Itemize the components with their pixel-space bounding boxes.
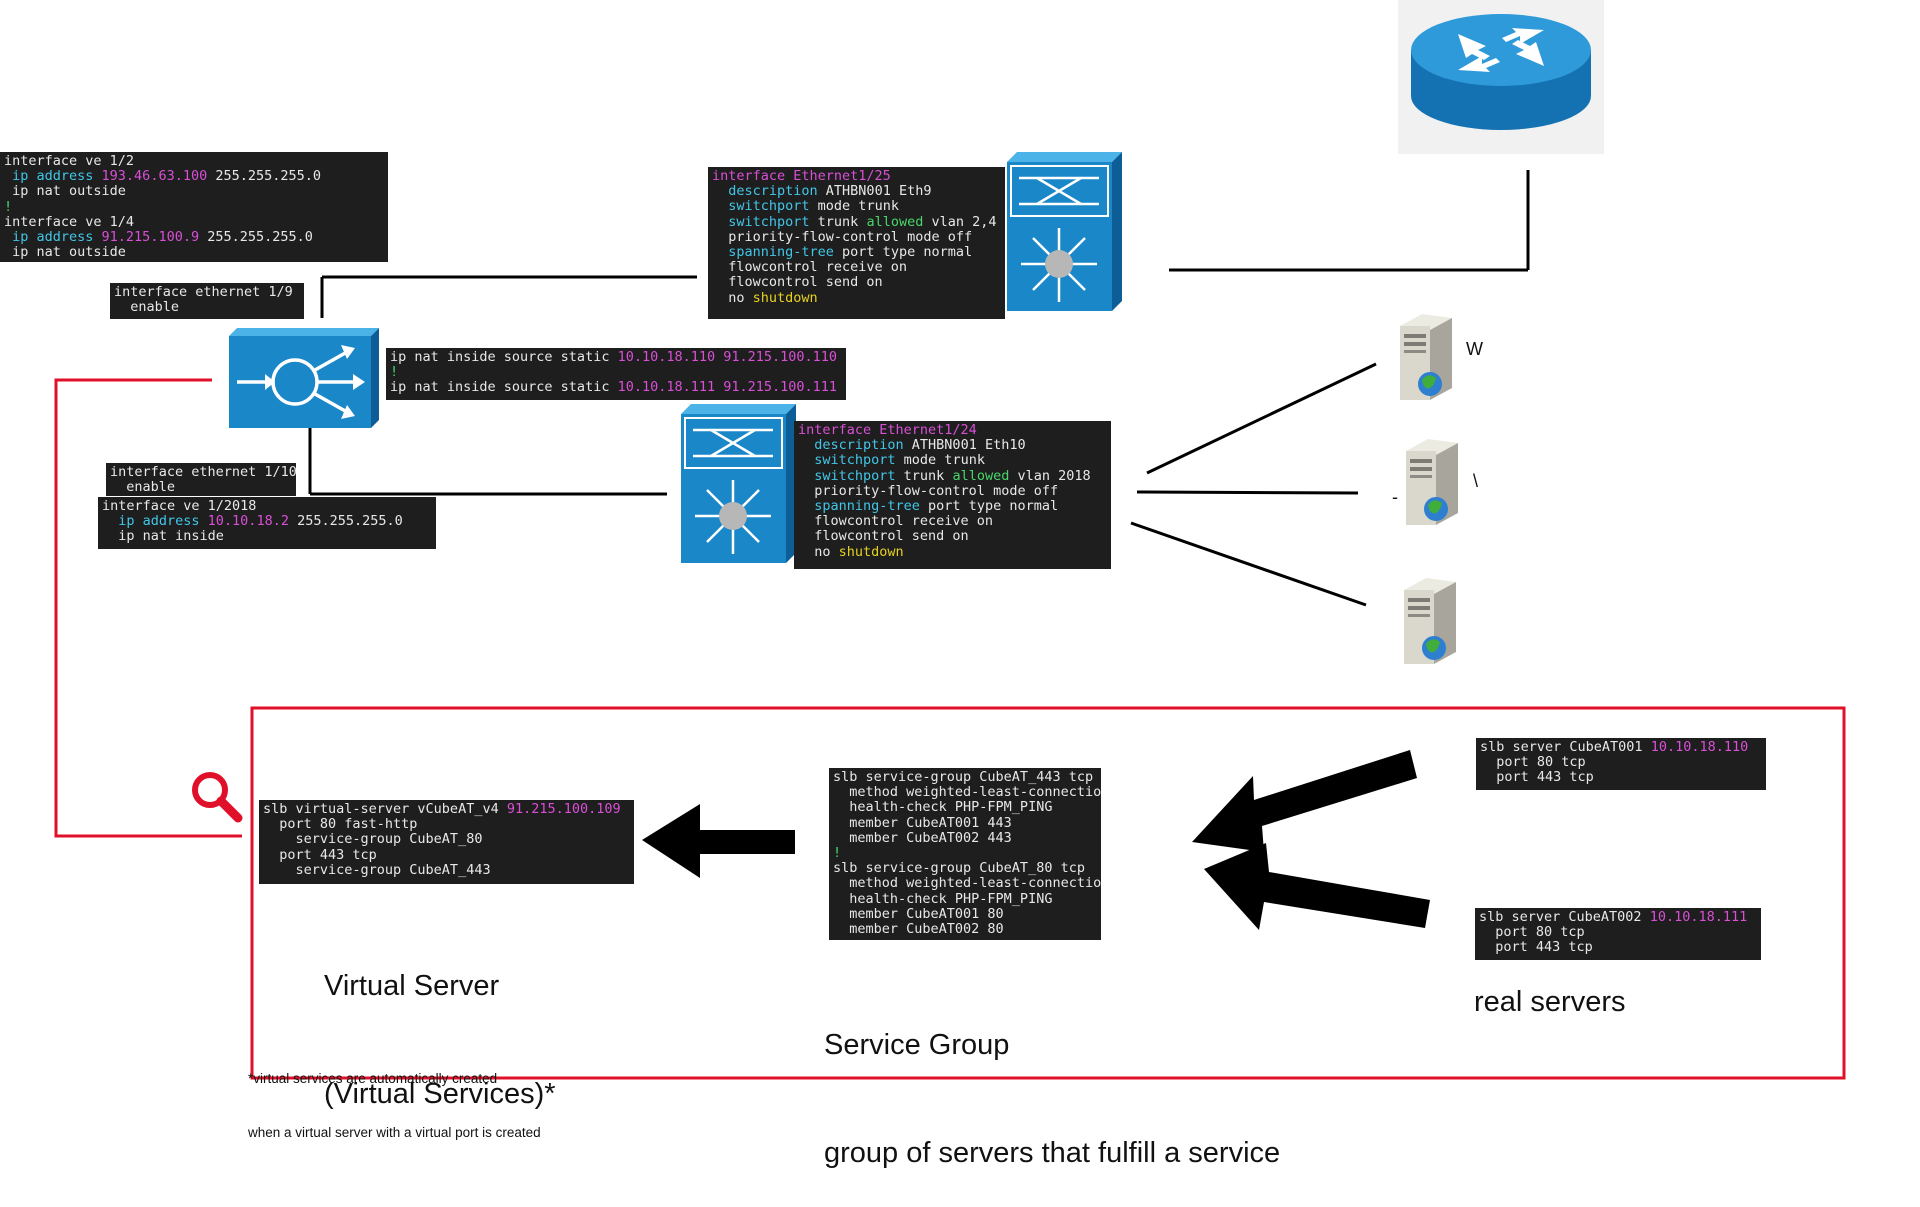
config-line: flowcontrol send on bbox=[712, 274, 883, 291]
config-line: switchport mode trunk bbox=[798, 452, 985, 469]
config-line: member CubeAT002 443 bbox=[833, 829, 1012, 846]
config-line: ip nat inside source static 10.10.18.110… bbox=[390, 349, 838, 365]
switch-eth125-config-block: interface Ethernet1/25 description ATHBN… bbox=[708, 167, 1005, 319]
nat-static-config-block: ip nat inside source static 10.10.18.110… bbox=[386, 348, 846, 400]
slb-server2-config-block: slb server CubeAT002 10.10.18.111 port 8… bbox=[1475, 908, 1761, 960]
config-line: interface ve 1/2018 bbox=[102, 498, 257, 514]
config-line: member CubeAT001 80 bbox=[833, 905, 1004, 922]
config-line: interface Ethernet1/24 bbox=[798, 422, 977, 438]
slb-highlight-frame bbox=[250, 706, 1846, 1080]
config-line: flowcontrol receive on bbox=[798, 513, 994, 530]
config-line: no shutdown bbox=[798, 543, 904, 560]
server-label-fragment: W bbox=[1466, 339, 1483, 359]
config-line: ! bbox=[390, 364, 399, 381]
arrows bbox=[642, 750, 1430, 930]
config-line: service-group CubeAT_443 bbox=[263, 861, 491, 878]
config-line: interface ve 1/4 bbox=[4, 213, 135, 230]
config-line: slb service-group CubeAT_80 tcp bbox=[833, 860, 1085, 877]
config-line: port 443 tcp bbox=[1479, 939, 1593, 956]
config-line: ip nat inside bbox=[102, 528, 224, 545]
config-line: member CubeAT002 80 bbox=[833, 920, 1004, 937]
config-line: flowcontrol receive on bbox=[712, 259, 908, 276]
config-line: slb virtual-server vCubeAT_v4 91.215.100… bbox=[263, 801, 621, 817]
config-line: health-check PHP-FPM_PING bbox=[833, 799, 1053, 816]
slb-service-group-config-block: slb service-group CubeAT_443 tcp method … bbox=[829, 768, 1101, 940]
config-line: port 443 tcp bbox=[263, 846, 377, 863]
config-line: priority-flow-control mode off bbox=[798, 482, 1059, 499]
footnote: *virtual services are automatically crea… bbox=[248, 1071, 541, 1140]
config-line: no shutdown bbox=[712, 289, 818, 306]
real-servers-label: real servers bbox=[1474, 986, 1626, 1018]
config-line: health-check PHP-FPM_PING bbox=[833, 890, 1053, 907]
config-line: switchport trunk allowed vlan 2,4 bbox=[712, 213, 997, 230]
nexus-switch-icon bbox=[1007, 152, 1122, 311]
config-line: port 443 tcp bbox=[1480, 769, 1594, 786]
config-line: ! bbox=[833, 844, 842, 861]
nexus-switch-icon bbox=[681, 404, 796, 563]
link-switch2-server2 bbox=[1136, 490, 1359, 495]
config-line: ip address 10.10.18.2 255.255.255.0 bbox=[102, 513, 403, 530]
config-line: slb server CubeAT002 10.10.18.111 bbox=[1479, 909, 1748, 925]
config-line: slb service-group CubeAT_443 tcp bbox=[833, 769, 1094, 785]
config-line: ip address 193.46.63.100 255.255.255.0 bbox=[4, 168, 322, 185]
config-line: description ATHBN001 Eth10 bbox=[798, 437, 1026, 454]
magnifier-icon bbox=[192, 772, 243, 823]
link-switch2-server1 bbox=[1146, 362, 1377, 475]
config-line: enable bbox=[114, 299, 180, 316]
config-line: interface Ethernet1/25 bbox=[712, 168, 891, 184]
slb-server1-config-block: slb server CubeAT001 10.10.18.110 port 8… bbox=[1476, 738, 1766, 790]
server-label-fragment: \ bbox=[1473, 471, 1479, 491]
web-server-icon bbox=[1404, 578, 1456, 664]
config-line: ip address 91.215.100.9 255.255.255.0 bbox=[4, 228, 313, 245]
a10-eth19-config-block: interface ethernet 1/9 enable bbox=[110, 283, 304, 319]
a10-eth110-config-block: interface ethernet 1/10 enable bbox=[106, 463, 296, 496]
config-line: enable bbox=[110, 479, 176, 496]
config-line: member CubeAT001 443 bbox=[833, 814, 1012, 831]
config-line: interface ethernet 1/9 bbox=[114, 284, 293, 300]
config-line: ip nat outside bbox=[4, 244, 126, 261]
config-line: spanning-tree port type normal bbox=[798, 497, 1059, 514]
server-label-fragment: - bbox=[1392, 487, 1398, 507]
a10-ve2018-config-block: interface ve 1/2018 ip address 10.10.18.… bbox=[98, 497, 436, 549]
config-line: port 80 fast-http bbox=[263, 816, 418, 833]
web-server-icon bbox=[1406, 439, 1458, 525]
config-line: spanning-tree port type normal bbox=[712, 243, 973, 260]
highlight-link-line bbox=[54, 378, 242, 838]
slb-virtual-server-config-block: slb virtual-server vCubeAT_v4 91.215.100… bbox=[259, 800, 634, 884]
connections-layer bbox=[54, 170, 1846, 1080]
web-server-icon bbox=[1400, 314, 1452, 400]
load-balancer-icon bbox=[229, 328, 379, 428]
arrow-server2-to-sg bbox=[1204, 843, 1430, 930]
a10-ve-config-block: interface ve 1/2 ip address 193.46.63.10… bbox=[0, 152, 388, 262]
config-line: switchport trunk allowed vlan 2018 bbox=[798, 467, 1091, 484]
arrow-to-virtual-server bbox=[642, 804, 795, 878]
config-line: service-group CubeAT_80 bbox=[263, 831, 483, 848]
config-line: priority-flow-control mode off bbox=[712, 228, 973, 245]
config-line: flowcontrol send on bbox=[798, 528, 969, 545]
switch-eth124-config-block: interface Ethernet1/24 description ATHBN… bbox=[794, 421, 1111, 569]
config-line: interface ve 1/2 bbox=[4, 153, 135, 169]
config-line: slb server CubeAT001 10.10.18.110 bbox=[1480, 739, 1749, 755]
config-line: description ATHBN001 Eth9 bbox=[712, 183, 932, 200]
service-group-label: Service Group group of servers that fulf… bbox=[824, 1029, 1281, 1169]
config-line: ip nat inside source static 10.10.18.111… bbox=[390, 379, 838, 396]
config-line: ! bbox=[4, 198, 13, 215]
config-line: port 80 tcp bbox=[1480, 754, 1586, 771]
config-line: switchport mode trunk bbox=[712, 198, 899, 215]
config-line: port 80 tcp bbox=[1479, 924, 1585, 941]
config-line: interface ethernet 1/10 bbox=[110, 464, 296, 480]
arrow-server1-to-sg bbox=[1192, 750, 1417, 852]
config-line: method weighted-least-connection bbox=[833, 784, 1101, 801]
link-switch2-server3 bbox=[1130, 521, 1367, 607]
config-line: method weighted-least-connection bbox=[833, 875, 1101, 892]
config-line: ip nat outside bbox=[4, 183, 126, 200]
router-icon bbox=[1398, 0, 1604, 154]
